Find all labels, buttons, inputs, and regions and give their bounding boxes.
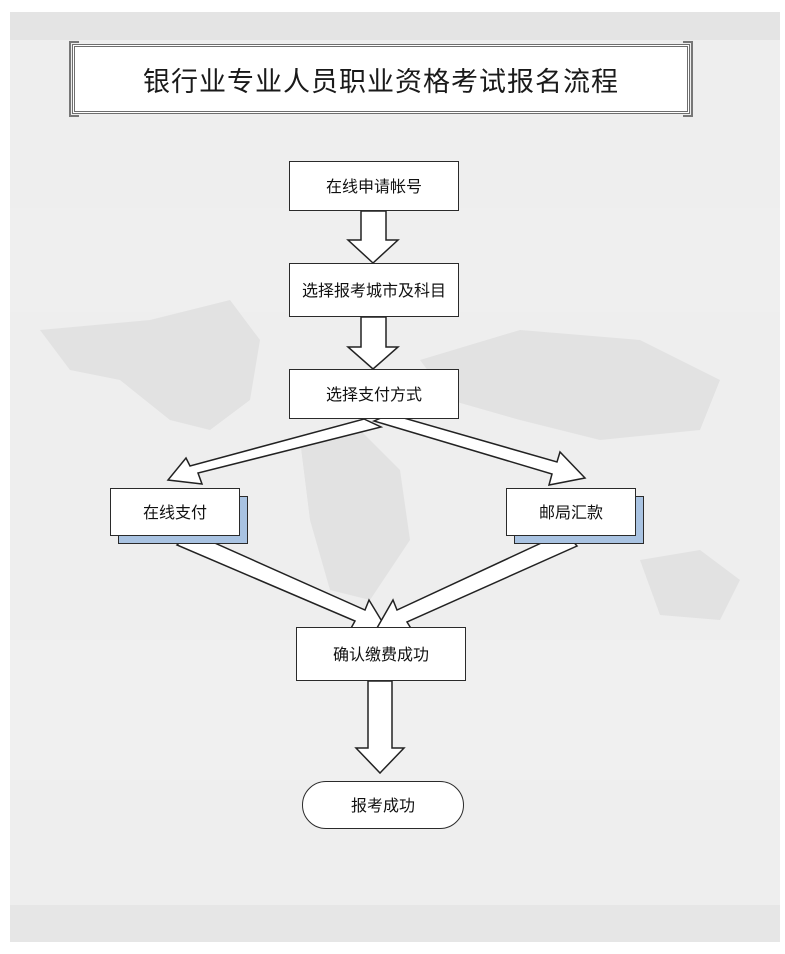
diagonal-arrow-icon [375,531,579,631]
step-online-payment: 在线支付 [110,488,240,536]
step-registration-success: 报考成功 [302,781,464,829]
diagonal-arrow-icon [175,531,388,631]
step-confirm-payment: 确认缴费成功 [296,627,466,681]
title-frame: 银行业专业人员职业资格考试报名流程 [69,41,693,117]
background-band [10,12,780,40]
down-arrow-icon [346,316,400,370]
step-apply-account: 在线申请帐号 [289,161,459,211]
down-arrow-icon [346,210,400,265]
diagonal-arrow-icon [166,418,384,485]
step-postal-remittance: 邮局汇款 [506,488,636,536]
background-band [10,905,780,942]
step-select-payment: 选择支付方式 [289,369,459,419]
page-title: 银行业专业人员职业资格考试报名流程 [143,66,619,98]
down-arrow-icon [354,680,406,775]
diagonal-arrow-icon [371,413,587,486]
step-select-city-subject: 选择报考城市及科目 [289,263,459,317]
